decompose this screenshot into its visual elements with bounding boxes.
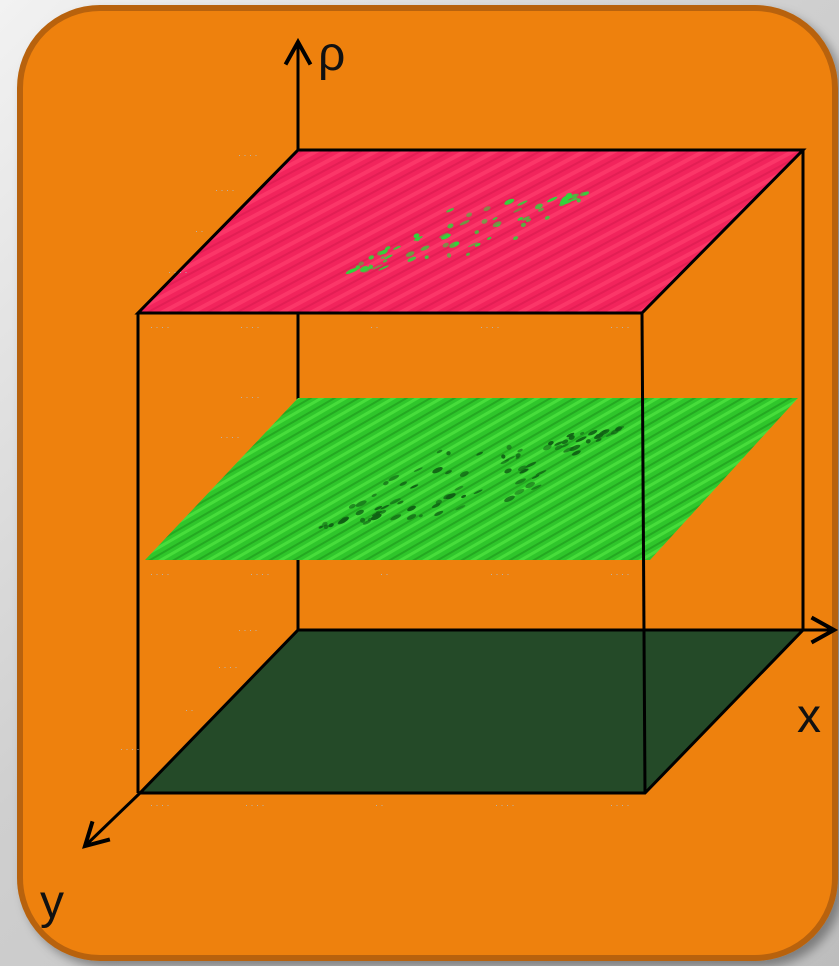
svg-text:· · · ·: · · · · bbox=[150, 800, 170, 810]
svg-text:· · · ·: · · · · bbox=[245, 800, 265, 810]
svg-text:· ·: · · bbox=[185, 705, 194, 715]
svg-text:· · · ·: · · · · bbox=[610, 800, 630, 810]
svg-text:· ·: · · bbox=[375, 800, 384, 810]
svg-text:· · · ·: · · · · bbox=[218, 662, 238, 672]
svg-text:· · · ·: · · · · bbox=[250, 569, 270, 579]
svg-text:· · · ·: · · · · bbox=[610, 322, 630, 332]
svg-text:· ·: · · bbox=[370, 322, 379, 332]
svg-text:· · · ·: · · · · bbox=[220, 432, 240, 442]
y-axis-label: y bbox=[40, 876, 64, 929]
svg-text:· · · ·: · · · · bbox=[150, 322, 170, 332]
svg-text:· · · ·: · · · · bbox=[610, 569, 630, 579]
svg-text:· · · ·: · · · · bbox=[168, 267, 188, 277]
svg-text:· · · ·: · · · · bbox=[150, 569, 170, 579]
svg-text:· · · ·: · · · · bbox=[240, 392, 260, 402]
svg-text:· · · ·: · · · · bbox=[120, 744, 140, 754]
svg-text:· · · ·: · · · · bbox=[215, 185, 235, 195]
svg-text:· · · ·: · · · · bbox=[490, 569, 510, 579]
svg-text:· ·: · · bbox=[380, 569, 389, 579]
svg-text:· · · ·: · · · · bbox=[480, 322, 500, 332]
svg-text:· · · ·: · · · · bbox=[495, 800, 515, 810]
svg-text:· ·: · · bbox=[195, 226, 204, 236]
svg-text:· · · ·: · · · · bbox=[238, 625, 258, 635]
svg-text:· · · ·: · · · · bbox=[240, 322, 260, 332]
rho-axis-label: ρ bbox=[318, 28, 345, 81]
x-axis-label: x bbox=[797, 690, 821, 743]
svg-text:· · · ·: · · · · bbox=[238, 150, 258, 160]
